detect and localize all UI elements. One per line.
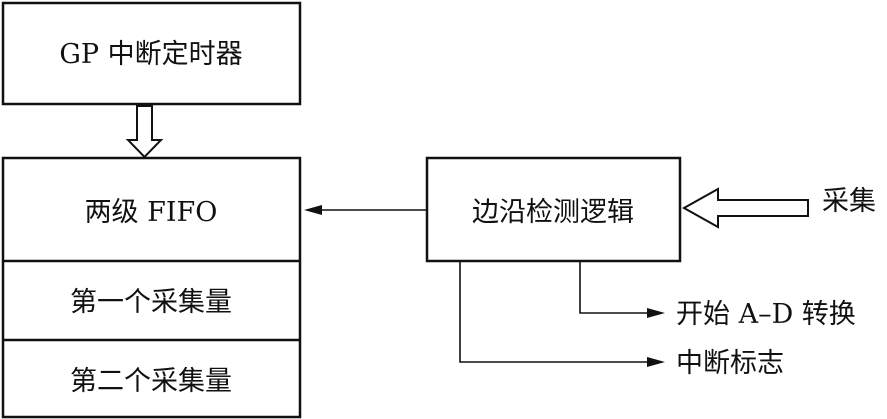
interrupt-flag-output <box>459 261 665 367</box>
input-arrow <box>681 187 809 229</box>
edge-logic-block: 边沿检测逻辑 <box>425 156 682 263</box>
interrupt-flag-label: 中断标志 <box>676 348 784 379</box>
edge-logic-label: 边沿检测逻辑 <box>472 197 634 228</box>
timer-block: GP 中断定时器 <box>1 1 302 106</box>
timer-to-fifo-arrow <box>125 105 164 159</box>
start-ad-output <box>579 261 665 318</box>
input-label: 采集 <box>822 186 876 217</box>
sample-2-label: 第二个采集量 <box>70 366 232 397</box>
fifo-label: 两级 FIFO <box>85 197 218 228</box>
sample-1-label: 第一个采集量 <box>70 287 232 318</box>
fifo-stack: 两级 FIFO 第一个采集量 第二个采集量 <box>1 156 302 419</box>
logic-to-fifo-arrow <box>304 205 427 215</box>
timer-label: GP 中断定时器 <box>59 39 242 70</box>
start-ad-label: 开始 A–D 转换 <box>676 299 856 330</box>
